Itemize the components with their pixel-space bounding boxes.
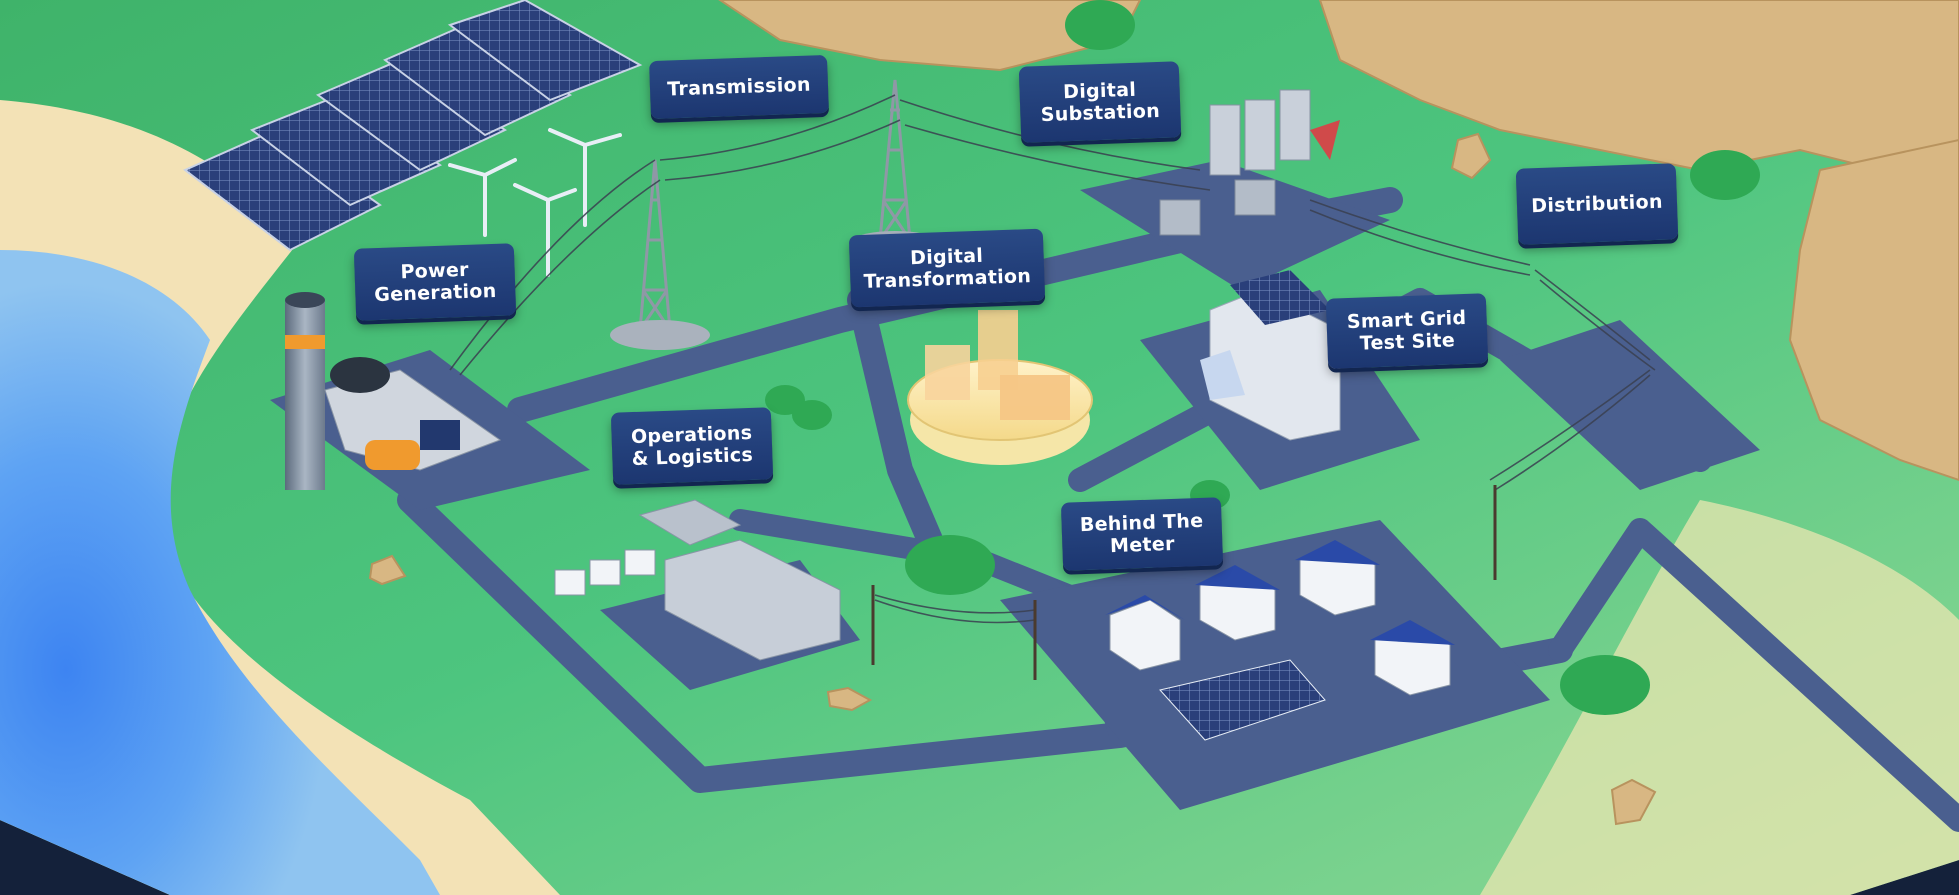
utility-poles [871, 485, 1497, 680]
label-digital-transformation[interactable]: Digital Transformation [848, 228, 1046, 308]
label-transmission-text: Transmission [666, 73, 812, 101]
label-digital-substation-text: Digital Substation [1040, 78, 1161, 127]
wind-turbines [448, 128, 622, 277]
sea-water [0, 250, 440, 895]
label-behind-the-meter-text: Behind The Meter [1079, 509, 1204, 558]
residential-houses [1105, 540, 1455, 741]
label-smart-grid-test-site[interactable]: Smart Grid Test Site [1325, 293, 1489, 369]
power-plant [285, 292, 502, 490]
label-digital-transformation-text: Digital Transformation [863, 244, 1032, 293]
solar-farm [183, 0, 643, 252]
label-power-generation[interactable]: Power Generation [353, 243, 517, 321]
substation-equipment [1159, 89, 1340, 236]
digital-hub [907, 310, 1093, 465]
label-operations-logistics[interactable]: Operations & Logistics [610, 407, 774, 485]
label-behind-the-meter[interactable]: Behind The Meter [1060, 497, 1224, 571]
trees [765, 0, 1760, 715]
label-distribution[interactable]: Distribution [1515, 163, 1679, 245]
label-operations-logistics-text: Operations & Logistics [630, 421, 754, 471]
power-lines [449, 94, 1656, 624]
rock-cliffs [368, 0, 1959, 826]
logistics-depot [554, 499, 841, 661]
label-digital-substation[interactable]: Digital Substation [1018, 61, 1182, 143]
test-site-building [1200, 270, 1341, 441]
label-power-generation-text: Power Generation [373, 258, 497, 307]
label-transmission[interactable]: Transmission [649, 54, 829, 120]
label-smart-grid-test-site-text: Smart Grid Test Site [1346, 306, 1467, 355]
label-distribution-text: Distribution [1530, 190, 1664, 218]
